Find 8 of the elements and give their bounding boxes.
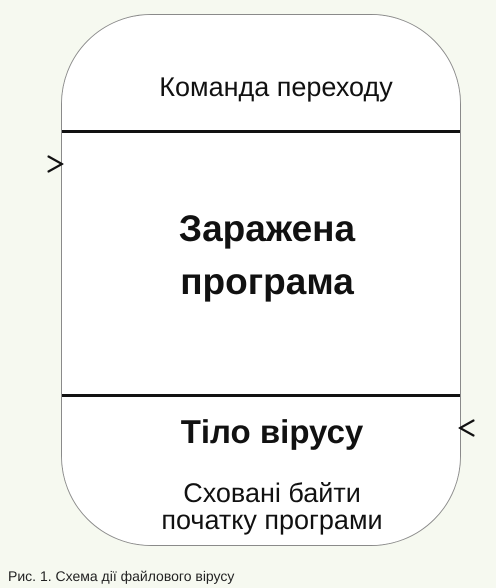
arrow (47, 155, 64, 173)
arrow (458, 419, 475, 437)
section-text: Команда переходу (159, 72, 393, 103)
section-text: Сховані байти початку програми (160, 480, 384, 534)
section-heading: Заражена програма (178, 207, 356, 304)
figure-caption: Рис. 1. Схема дії файлового вірусу (8, 568, 234, 584)
section-heading: Тіло вірусу (180, 414, 364, 450)
rounded-frame (61, 14, 461, 546)
